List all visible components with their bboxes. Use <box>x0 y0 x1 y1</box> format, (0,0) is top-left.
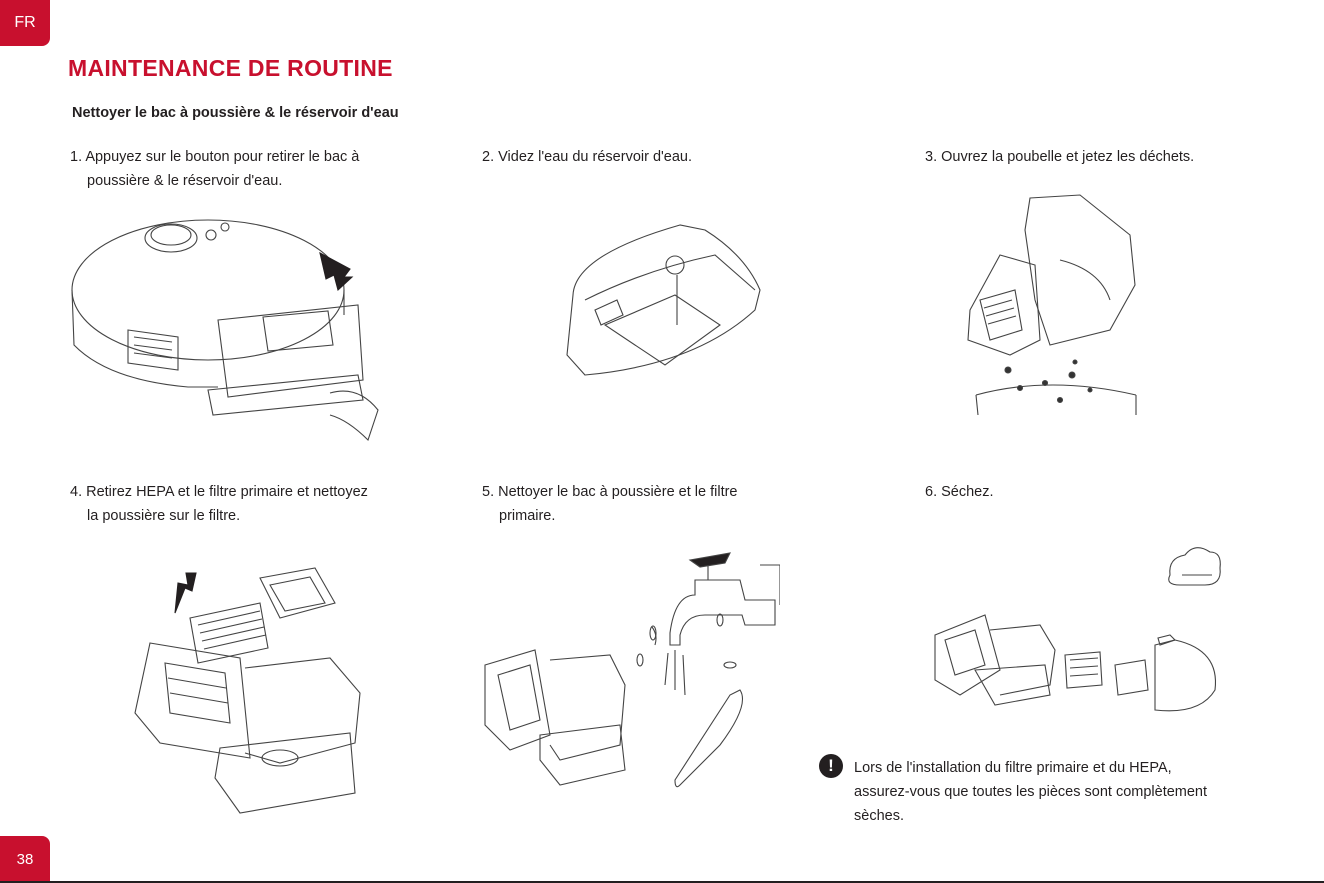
filter-removal-illustration <box>130 563 370 818</box>
section-subtitle: Nettoyer le bac à poussière & le réservo… <box>72 105 399 121</box>
bottom-rule <box>0 881 1324 883</box>
step-6-text: 6. Séchez. <box>925 480 994 504</box>
step-3-line1: 3. Ouvrez la poubelle et jetez les déche… <box>925 149 1195 165</box>
step-2-line1: 2. Videz l'eau du réservoir d'eau. <box>482 149 693 165</box>
step-1-line2: poussière & le réservoir d'eau. <box>87 173 283 189</box>
page-title: MAINTENANCE DE ROUTINE <box>68 55 393 81</box>
step-2-text: 2. Videz l'eau du réservoir d'eau. <box>482 145 692 169</box>
rinse-illustration <box>480 545 780 795</box>
note-line-1: Lors de l'installation du filtre primair… <box>854 760 1172 776</box>
drying-illustration <box>930 540 1225 720</box>
step-4-line1: 4. Retirez HEPA et le filtre primaire et… <box>70 484 368 500</box>
step-5-line2: primaire. <box>499 508 556 524</box>
language-tab: FR <box>0 0 50 46</box>
exclamation-icon: ! <box>819 754 843 778</box>
step-4-line2: la poussière sur le filtre. <box>87 508 241 524</box>
water-tank-illustration <box>555 215 775 385</box>
note-line-3: sèches. <box>854 808 904 824</box>
step-5-line1: 5. Nettoyer le bac à poussière et le fil… <box>482 484 738 500</box>
step-4-text: 4. Retirez HEPA et le filtre primaire et… <box>70 480 368 528</box>
step-1-text: 1. Appuyez sur le bouton pour retirer le… <box>70 145 359 193</box>
note-text: Lors de l'installation du filtre primair… <box>854 756 1274 828</box>
bin-emptying-illustration <box>960 190 1150 415</box>
note-line-2: assurez-vous que toutes les pièces sont … <box>854 784 1208 800</box>
step-3-text: 3. Ouvrez la poubelle et jetez les déche… <box>925 145 1194 169</box>
page-number: 38 <box>0 836 50 882</box>
step-1-line1: 1. Appuyez sur le bouton pour retirer le… <box>70 149 360 165</box>
step-5-text: 5. Nettoyer le bac à poussière et le fil… <box>482 480 738 528</box>
step-6-line1: 6. Séchez. <box>925 484 994 500</box>
robot-bin-removal-illustration <box>68 205 388 450</box>
